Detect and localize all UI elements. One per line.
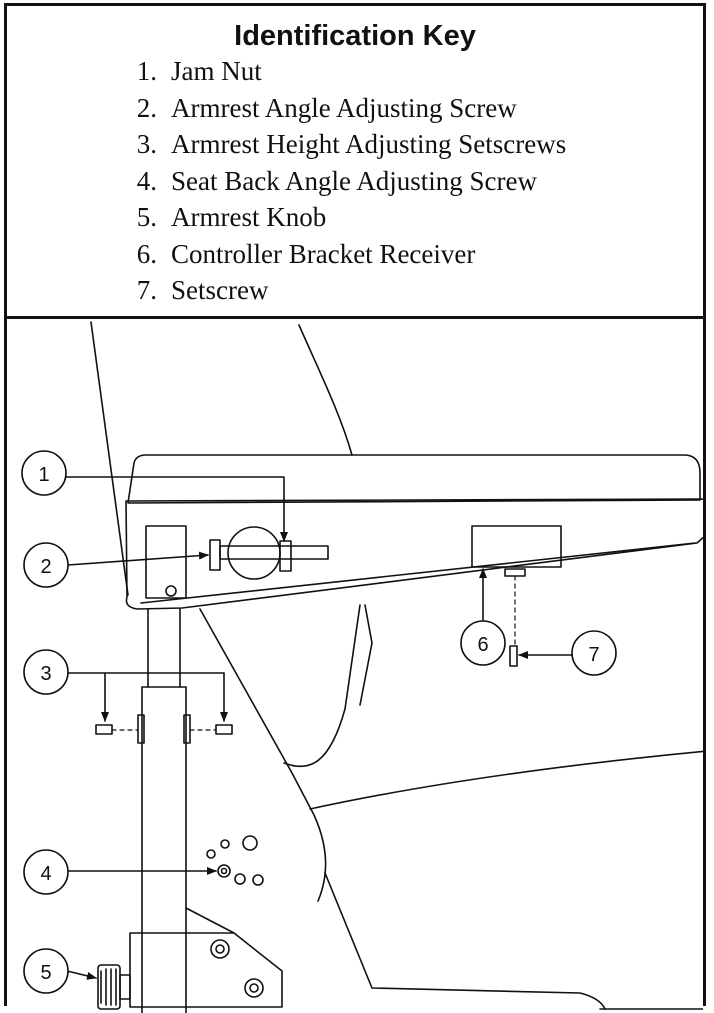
key-item-label: Armrest Knob [171,202,327,232]
height-setscrew-right [215,724,233,735]
mount-bolt [210,939,230,959]
adjusting-screw [219,545,329,560]
key-item-label: Armrest Height Adjusting Setscrews [171,129,567,159]
key-item-number: 5. [136,202,157,232]
key-item-label: Controller Bracket Receiver [171,238,476,269]
bracket-pin [165,585,177,597]
controller-bracket-receiver [471,525,562,568]
height-setscrew-boss [137,714,145,744]
callout-6: 6 [460,620,506,666]
callout-5: 5 [23,948,69,994]
callout-7: 7 [571,630,617,676]
key-item-label: Jam Nut [171,56,262,86]
key-item-label: Seat Back Angle Adjusting Screw [171,165,537,196]
angle-bracket [145,525,187,599]
key-item: 2. Armrest Angle Adjusting Screw [107,93,566,130]
callout-7-label: 7 [588,644,599,666]
callout-1: 1 [21,450,67,496]
screw-head [209,539,221,571]
callout-3-label: 3 [40,663,51,685]
callout-5-label: 5 [40,962,51,984]
callout-4: 4 [23,849,69,895]
leader-1 [65,476,288,542]
setscrew [509,645,518,667]
callout-6-label: 6 [477,634,488,656]
key-item-number: 6. [136,238,157,269]
key-item: 3. Armrest Height Adjusting Setscrews [107,129,566,166]
leader-2 [67,551,209,566]
mount-bolt [215,944,225,954]
seat-cushion [309,750,703,810]
height-setscrew-boss [183,714,191,744]
callout-2: 2 [23,542,69,588]
key-item: 4. Seat Back Angle Adjusting Screw [107,166,566,203]
key-item-label: Armrest Angle Adjusting Screw [171,92,517,123]
receiver-tab [504,568,526,577]
seat-back-outline [298,324,353,456]
identification-key: Identification Key 1. Jam Nut 2. Armrest A… [7,6,703,319]
seat-back-outline [90,321,129,596]
key-list: 1. Jam Nut 2. Armrest Angle Adjusting Scre… [107,56,566,312]
pivot-hub [227,526,281,580]
key-title: Identification Key [234,20,476,52]
key-item: 7. Setscrew [107,275,566,312]
mount-bolt [244,978,264,998]
key-item: 5. Armrest Knob [107,202,566,239]
leader-5 [66,970,97,980]
seat-back-angle-screw [220,867,228,875]
callout-4-label: 4 [40,863,51,885]
armrest-base-inner [140,542,696,604]
bracket-edge [185,907,235,934]
key-item-number: 2. [136,92,157,123]
armrest-diagram: 1 2 3 4 5 6 7 [21,321,703,1013]
callout-2-label: 2 [40,556,51,578]
adjust-hole [242,835,258,851]
key-item-label: Setscrew [171,275,269,305]
adjust-hole [220,839,230,849]
seat-frame-lower [324,872,606,1010]
key-item-number: 3. [136,129,157,159]
height-setscrew-left [95,724,113,735]
armrest-pad [127,454,701,504]
key-item-number: 4. [136,165,157,196]
adjust-hole [234,873,246,885]
mount-bolt [249,983,259,993]
key-item: 6. Controller Bracket Receiver [107,239,566,276]
key-item-number: 1. [136,56,157,86]
figure-frame: Identification Key 1. Jam Nut 2. Armrest A… [4,3,706,1013]
seat-back-rear [359,604,373,706]
armrest-post [141,686,187,1013]
armrest-knob-shaft [119,974,131,1000]
adjust-hole [252,874,264,886]
armrest-base [125,498,703,610]
key-item: 1. Jam Nut [107,56,566,93]
seat-back-angle-screw [217,864,231,878]
adjust-hole [206,849,216,859]
key-item-number: 7. [136,275,157,305]
callout-1-label: 1 [38,464,49,486]
callout-3: 3 [23,649,69,695]
seat-back-frame [199,608,327,902]
seat-back-frame-inner [283,604,361,768]
